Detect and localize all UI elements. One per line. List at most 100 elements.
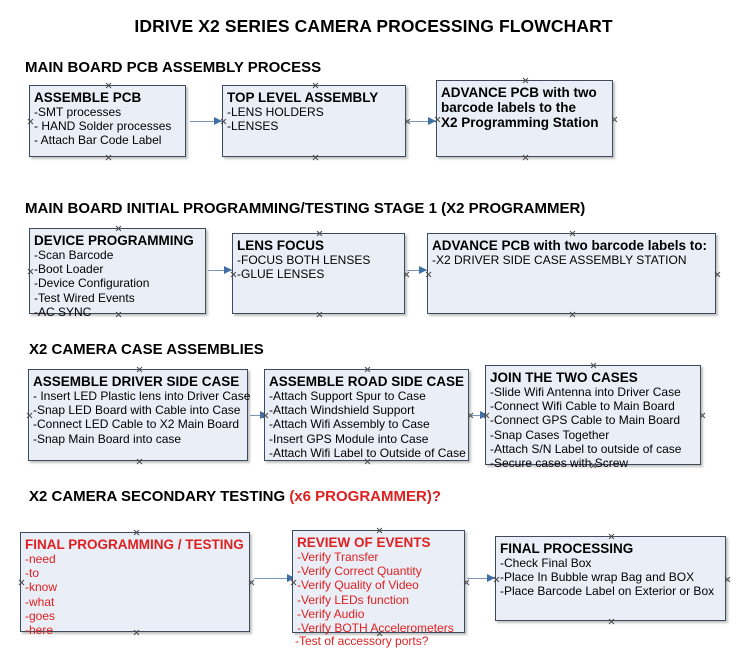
arrowhead-icon (487, 574, 495, 582)
box-assemble-pcb[interactable]: ASSEMBLE PCB -SMT processes - HAND Solde… (29, 85, 186, 157)
box-device-programming[interactable]: DEVICE PROGRAMMING -Scan Barcode -Boot L… (29, 228, 206, 319)
box-line: -Connect LED Cable to X2 Main Board (33, 417, 240, 432)
box-line: -Snap LED Board with Cable into Case (33, 403, 241, 418)
box-advance-pcb-programming-station[interactable]: ADVANCE PCB with two barcode labels to t… (436, 80, 613, 157)
connector-arrow (467, 574, 495, 583)
connector-line (250, 415, 268, 416)
resize-handle-bottom[interactable] (105, 154, 112, 161)
box-line: -Snap Cases Together (490, 427, 610, 442)
box-line: -here (25, 623, 54, 638)
box-line: -Attach Wifi Label to Outside of Case (269, 445, 466, 460)
connector-arrow (254, 574, 295, 583)
section-heading-4-red-text: (x6 PROGRAMMER)? (289, 488, 441, 505)
box-line: -Connect GPS Cable to Main Board (490, 413, 681, 428)
box-line: -Attach Wifi Assembly to Case (269, 417, 430, 432)
connector-line (467, 578, 495, 579)
box-line: -need (25, 552, 56, 566)
box-line: -Insert GPS Module into Case (269, 431, 429, 446)
box-review-of-events[interactable]: REVIEW OF EVENTS -Verify Transfer -Verif… (292, 530, 465, 648)
box-assemble-road-side-case[interactable]: ASSEMBLE ROAD SIDE CASE -Attach Support … (264, 369, 469, 461)
connector-arrow (407, 266, 427, 275)
box-line: -Attach Support Spur to Case (269, 389, 426, 403)
box-line: -to (25, 566, 40, 581)
arrowhead-icon (287, 574, 295, 582)
box-line: -Place In Bubble wrap Bag and BOX (500, 570, 695, 585)
box-overflow-line: -Test of accessory ports? (295, 634, 429, 648)
resize-handle-right[interactable] (699, 412, 706, 419)
box-line: -LENSES (227, 119, 279, 134)
box-line: -LENS HOLDERS (227, 105, 324, 119)
arrowhead-icon (419, 266, 427, 274)
box-title: JOIN THE TWO CASES (490, 370, 638, 385)
box-title: DEVICE PROGRAMMING (34, 233, 194, 248)
box-title: ASSEMBLE ROAD SIDE CASE (269, 374, 465, 389)
box-title: ADVANCE PCB with two (441, 85, 597, 100)
arrowhead-icon (428, 117, 436, 125)
box-join-the-two-cases[interactable]: JOIN THE TWO CASES -Slide Wifi Antenna i… (485, 365, 701, 470)
section-heading-4: X2 CAMERA SECONDARY TESTING (x6 PROGRAMM… (29, 488, 441, 505)
box-title: REVIEW OF EVENTS (297, 535, 431, 550)
connector-line (408, 121, 436, 122)
resize-handle-right[interactable] (724, 576, 731, 583)
box-line: -Verify LEDs function (297, 592, 410, 607)
box-line: -what (25, 594, 55, 609)
box-line: -Snap Main Board into case (33, 431, 182, 446)
box-line: -GLUE LENSES (237, 267, 325, 282)
box-line: - HAND Solder processes (34, 119, 172, 134)
box-line: -FOCUS BOTH LENSES (237, 253, 371, 267)
box-line: - Attach Bar Code Label (34, 133, 162, 148)
resize-handle-bottom[interactable] (569, 311, 576, 318)
connector-arrow (471, 411, 488, 420)
resize-handle-right[interactable] (611, 116, 618, 123)
box-line: -Verify BOTH Accelerometers (297, 621, 454, 636)
resize-handle-bottom[interactable] (312, 154, 319, 161)
box-advance-pcb-driver-side-station[interactable]: ADVANCE PCB with two barcode labels to: … (427, 233, 716, 314)
connector-line (208, 270, 232, 271)
section-heading-3-text: X2 CAMERA CASE ASSEMBLIES (29, 341, 264, 358)
resize-handle-left[interactable] (425, 271, 432, 278)
box-line: -Check Final Box (500, 556, 592, 570)
box-top-level-assembly[interactable]: TOP LEVEL ASSEMBLY -LENS HOLDERS -LENSES (222, 85, 406, 157)
box-final-programming-testing[interactable]: FINAL PROGRAMMING / TESTING -need -to -k… (20, 532, 250, 637)
resize-handle-bottom[interactable] (136, 458, 143, 465)
box-line: -Connect Wifi Cable to Main Board (490, 399, 675, 414)
box-line: -X2 DRIVER SIDE CASE ASSEMBLY STATION (432, 253, 687, 267)
box-line: -Slide Wifi Antenna into Driver Case (490, 385, 681, 399)
arrowhead-icon (480, 411, 488, 419)
box-title: LENS FOCUS (237, 238, 325, 253)
connector-line (407, 270, 427, 271)
box-title: FINAL PROCESSING (500, 541, 634, 556)
section-heading-2-text: MAIN BOARD INITIAL PROGRAMMING/TESTING S… (25, 200, 586, 217)
page-title: IDRIVE X2 SERIES CAMERA PROCESSING FLOWC… (134, 16, 613, 36)
resize-handle-right[interactable] (714, 271, 721, 278)
box-title: ASSEMBLE PCB (34, 90, 142, 105)
box-title: FINAL PROGRAMMING / TESTING (25, 537, 244, 552)
connector-arrow (190, 117, 222, 126)
box-lens-focus[interactable]: LENS FOCUS -FOCUS BOTH LENSES -GLUE LENS… (232, 233, 405, 314)
box-line: barcode labels to the (441, 100, 577, 115)
box-title: TOP LEVEL ASSEMBLY (227, 90, 379, 105)
box-line: -Test Wired Events (34, 290, 135, 305)
box-line: -Attach Windshield Support (269, 403, 415, 418)
box-line: -Verify Correct Quantity (297, 564, 422, 579)
box-line: -SMT processes (34, 105, 122, 119)
box-line: -goes (25, 608, 56, 623)
resize-handle-bottom[interactable] (522, 154, 529, 161)
box-line: -know (25, 580, 58, 595)
section-heading-1-text: MAIN BOARD PCB ASSEMBLY PROCESS (25, 59, 322, 76)
connector-arrow (408, 117, 436, 126)
box-line: -Secure cases with Screw (490, 456, 629, 471)
box-title: ADVANCE PCB with two barcode labels to: (432, 238, 708, 253)
resize-handle-bottom[interactable] (316, 311, 323, 318)
section-heading-1: MAIN BOARD PCB ASSEMBLY PROCESS (25, 59, 321, 76)
box-line: -Attach S/N Label to outside of case (490, 441, 682, 456)
connector-arrow (208, 266, 232, 275)
resize-handle-bottom[interactable] (608, 618, 615, 625)
arrowhead-icon (214, 117, 222, 125)
box-title: ASSEMBLE DRIVER SIDE CASE (33, 374, 240, 389)
box-line: -Verify Quality of Video (297, 578, 419, 593)
box-assemble-driver-side-case[interactable]: ASSEMBLE DRIVER SIDE CASE - Insert LED P… (28, 369, 250, 461)
box-final-processing[interactable]: FINAL PROCESSING -Check Final Box -Place… (495, 536, 726, 621)
box-line: -Verify Transfer (297, 550, 379, 564)
